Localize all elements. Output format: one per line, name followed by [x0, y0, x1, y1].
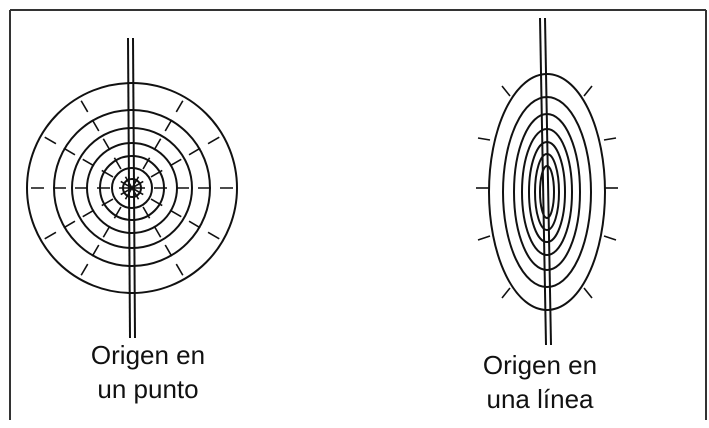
frame-border [9, 9, 707, 420]
caption-line-origin: Origen en una línea [440, 348, 640, 416]
caption-point-line1: Origen en [90, 340, 206, 370]
point-origin-diagram [26, 37, 238, 339]
caption-point-origin: Origen en un punto [48, 338, 248, 406]
caption-point-line2: un punto [97, 374, 199, 404]
caption-line-line1: Origen en [482, 350, 598, 380]
caption-line-line2: una línea [486, 384, 594, 414]
line-origin-diagram [476, 17, 618, 346]
